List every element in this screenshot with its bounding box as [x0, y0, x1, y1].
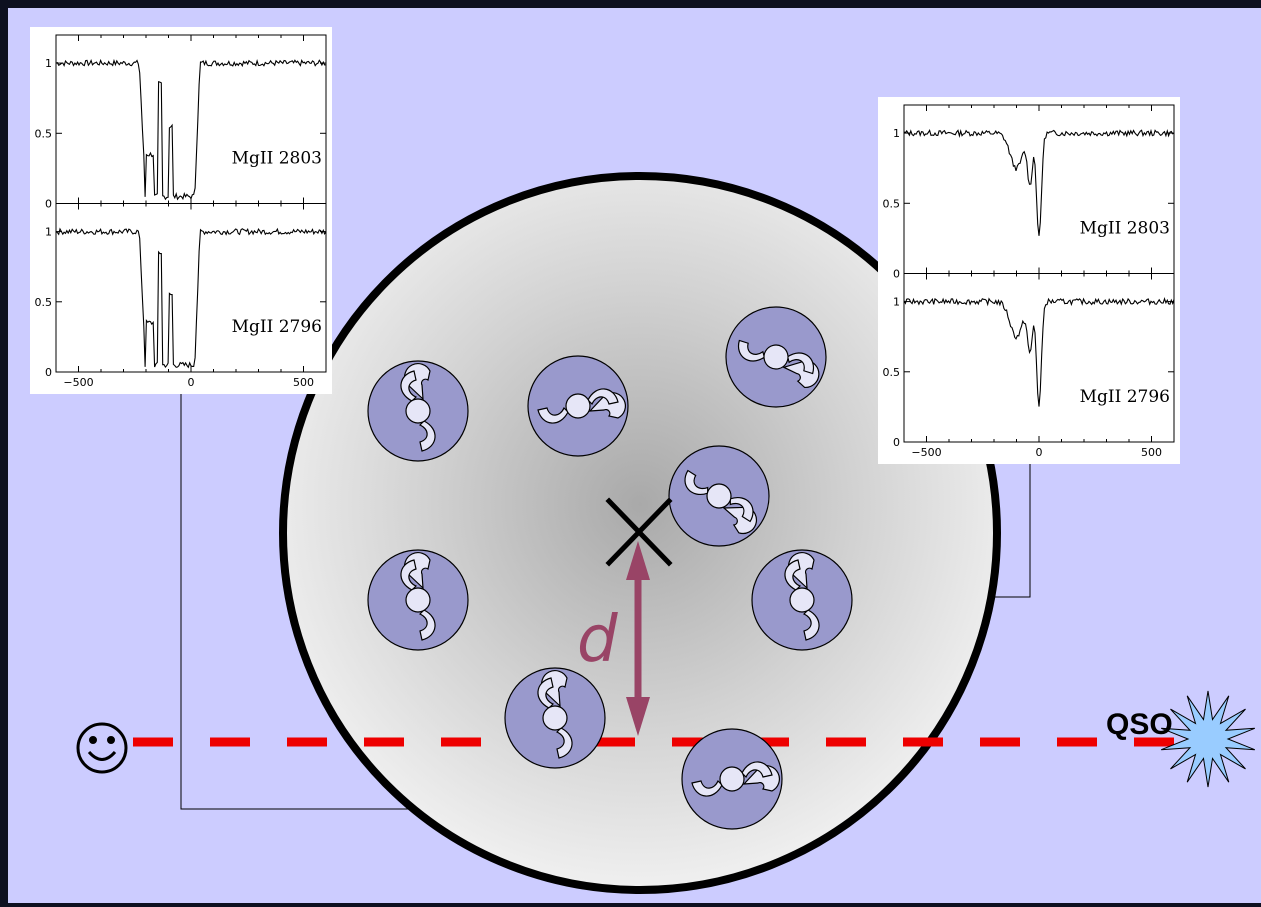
y-tick-label: 0	[893, 268, 900, 281]
y-tick-label: 1	[893, 296, 900, 309]
spectrum-trace	[903, 297, 1175, 407]
spiral-galaxy-icon	[367, 549, 469, 651]
y-tick-label: 0.5	[35, 296, 53, 309]
smiley-face-icon	[76, 722, 128, 774]
distance-label: d	[577, 603, 618, 677]
y-tick-label: 0.5	[35, 127, 53, 140]
x-tick-label: 0	[1036, 446, 1043, 459]
x-tick-label: 500	[293, 376, 314, 389]
y-tick-label: 0	[45, 366, 52, 379]
spectrum-panel: 1 0.5 0 MgII 2796	[35, 203, 327, 379]
y-tick-label: 1	[45, 57, 52, 70]
spectrum-line-label: MgII 2803	[232, 149, 322, 169]
spiral-galaxy-icon	[751, 549, 853, 651]
spectrum-line-label: MgII 2796	[232, 317, 322, 337]
spiral-galaxy-icon	[504, 667, 606, 769]
spiral-galaxy-icon	[681, 728, 783, 830]
x-tick-label: −500	[63, 376, 93, 389]
y-tick-label: 0.5	[883, 197, 901, 210]
x-mark-icon	[605, 497, 673, 567]
qso-label: QSO	[1106, 708, 1173, 741]
spectrum-line-label: MgII 2803	[1080, 219, 1170, 239]
spectrum-panel: 1 0.5 0 MgII 2796	[883, 273, 1175, 449]
y-tick-label: 1	[893, 127, 900, 140]
y-tick-label: 0	[893, 436, 900, 449]
y-tick-label: 1	[45, 226, 52, 239]
spiral-galaxy-icon	[527, 355, 629, 457]
spectrum-trace	[55, 58, 327, 201]
distance-arrow	[626, 541, 650, 736]
spectrum-line-label: MgII 2796	[1080, 387, 1170, 407]
x-tick-label: 0	[188, 376, 195, 389]
x-tick-label: 500	[1141, 446, 1162, 459]
spiral-galaxy-icon	[367, 360, 469, 462]
spectrum-trace	[903, 128, 1175, 236]
y-tick-label: 0.5	[883, 366, 901, 379]
star-burst-icon	[1161, 690, 1255, 788]
spectrum-trace	[55, 227, 327, 369]
y-tick-label: 0	[45, 198, 52, 211]
x-tick-label: −500	[911, 446, 941, 459]
